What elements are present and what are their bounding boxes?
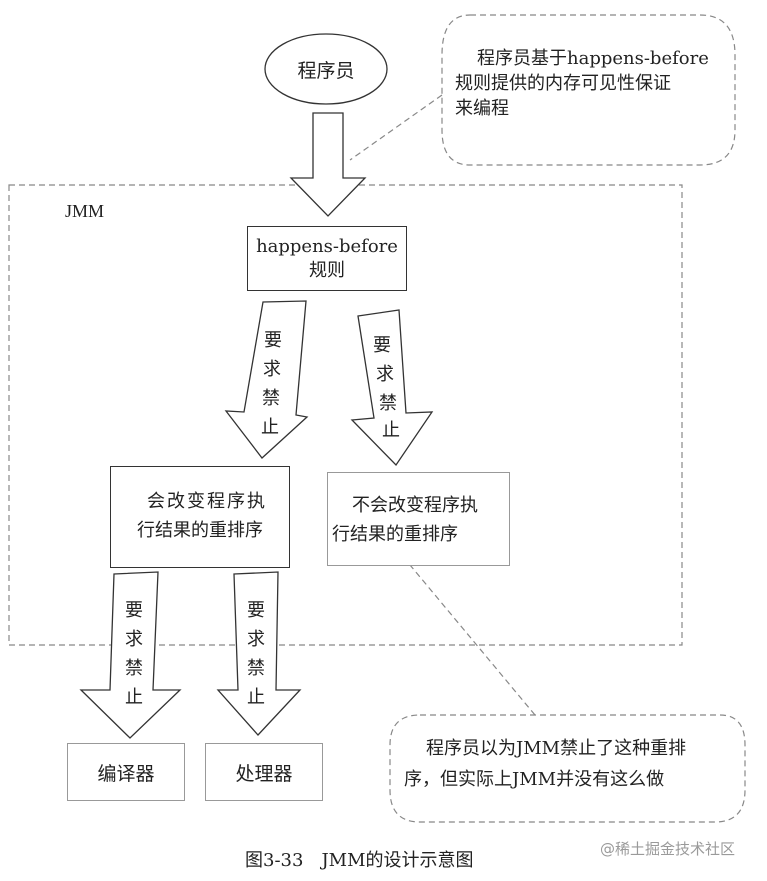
arrow-hb-to-change bbox=[224, 300, 309, 459]
bottom-callout-line-1: 程序员以为JMM禁止了这种重排 bbox=[426, 738, 687, 759]
label-to-compiler-ch-3: 禁 bbox=[125, 658, 143, 679]
label-hb-to-nochange-ch-2: 求 bbox=[376, 364, 394, 385]
label-hb-to-nochange-ch-1: 要 bbox=[373, 335, 391, 356]
bottom-callout-pointer bbox=[409, 564, 536, 716]
reorder-change-box: 会改变程序执 行结果的重排序 bbox=[110, 466, 290, 568]
compiler-label: 编译器 bbox=[97, 762, 155, 785]
hb-rule-line-1: happens-before bbox=[256, 235, 398, 257]
label-hb-to-change-ch-1: 要 bbox=[264, 330, 282, 351]
label-hb-to-change-ch-2: 求 bbox=[263, 359, 281, 380]
bottom-callout-text: 程序员以为JMM禁止了这种重排 序，但实际上JMM并没有这么做 bbox=[400, 733, 745, 795]
arrow-to-processor bbox=[216, 571, 302, 736]
watermark: @稀土掘金技术社区 bbox=[600, 840, 736, 858]
main-down-arrow bbox=[289, 112, 367, 217]
top-callout-bubble bbox=[441, 14, 736, 166]
label-to-processor-ch-4: 止 bbox=[247, 687, 265, 708]
label-hb-to-change-ch-4: 止 bbox=[261, 417, 279, 438]
label-hb-to-change-ch-3: 禁 bbox=[262, 388, 280, 409]
reorder-nochange-box: 不会改变程序执 行结果的重排序 bbox=[327, 472, 510, 566]
figure-caption: 图3-33 JMM的设计示意图 bbox=[245, 850, 474, 871]
arrow-to-compiler bbox=[79, 571, 182, 739]
programmer-ellipse bbox=[264, 33, 388, 105]
reorder-nochange-line-2: 行结果的重排序 bbox=[332, 524, 458, 545]
programmer-node: 程序员 bbox=[265, 50, 387, 88]
label-hb-to-nochange-ch-3: 禁 bbox=[379, 393, 397, 414]
jmm-boundary bbox=[8, 184, 683, 646]
top-callout-pointer bbox=[349, 94, 443, 161]
label-to-processor-ch-2: 求 bbox=[247, 629, 265, 650]
processor-box: 处理器 bbox=[205, 743, 323, 801]
hb-rule-line-2: 规则 bbox=[309, 259, 345, 281]
arrow-hb-to-nochange bbox=[350, 309, 434, 467]
bottom-callout-line-2: 序，但实际上JMM并没有这么做 bbox=[404, 769, 665, 790]
bottom-callout-bubble bbox=[389, 714, 746, 823]
top-callout-text: 程序员基于happens-before 规则提供的内存可见性保证 来编程 bbox=[455, 46, 740, 121]
hb-rule-box: happens-before 规则 bbox=[247, 226, 407, 291]
jmm-label: JMM bbox=[65, 201, 105, 221]
label-to-compiler-ch-2: 求 bbox=[125, 629, 143, 650]
programmer-label: 程序员 bbox=[297, 59, 355, 82]
label-to-compiler-ch-1: 要 bbox=[125, 600, 143, 621]
processor-label: 处理器 bbox=[235, 762, 293, 785]
reorder-change-line-2: 行结果的重排序 bbox=[137, 520, 263, 541]
top-callout-line-2: 规则提供的内存可见性保证 bbox=[455, 73, 671, 94]
top-callout-line-3: 来编程 bbox=[455, 98, 509, 119]
label-to-processor-ch-1: 要 bbox=[247, 600, 265, 621]
label-hb-to-nochange-ch-4: 止 bbox=[382, 420, 400, 441]
compiler-box: 编译器 bbox=[67, 743, 185, 801]
label-to-processor-ch-3: 禁 bbox=[247, 658, 265, 679]
reorder-change-line-1: 会改变程序执 bbox=[147, 491, 267, 512]
label-to-compiler-ch-4: 止 bbox=[125, 687, 143, 708]
top-callout-line-1: 程序员基于happens-before bbox=[477, 48, 709, 69]
reorder-nochange-line-1: 不会改变程序执 bbox=[352, 495, 478, 516]
